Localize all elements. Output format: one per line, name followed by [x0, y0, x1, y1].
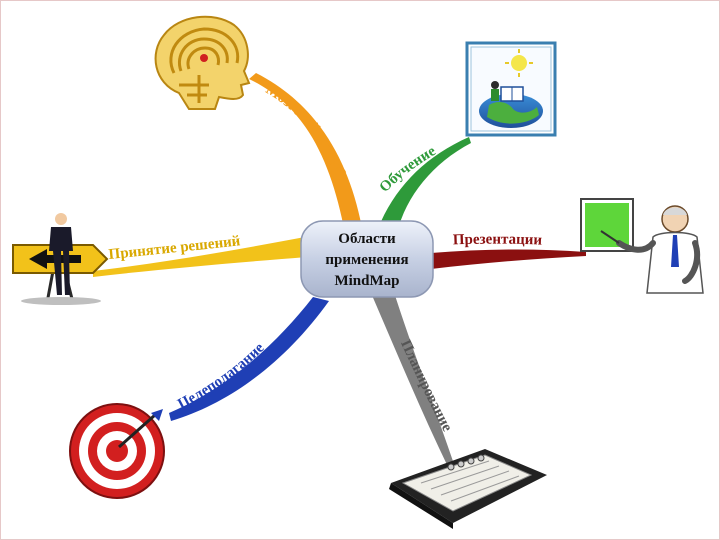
- label-brainstorm-text: Мозговой штурм: [263, 82, 351, 178]
- crossroad-sign-icon: [12, 213, 109, 305]
- labyrinth-head-icon: [154, 15, 251, 110]
- branch-learning: [379, 137, 471, 233]
- center-line-2: применения: [325, 252, 408, 268]
- target-icon: [69, 403, 165, 499]
- branch-planning: [371, 289, 455, 469]
- label-planning: Планирование: [397, 338, 455, 435]
- branch-presentations: [431, 249, 586, 269]
- lecturer-icon: [580, 198, 704, 294]
- label-presentations-text: Презентации: [453, 232, 543, 249]
- label-brainstorm: Мозговой штурм: [263, 82, 351, 178]
- center-line-3: MindMap: [334, 273, 399, 289]
- label-presentations: Презентации: [453, 232, 543, 249]
- globe-book-icon: [465, 41, 557, 137]
- branch-goal-setting: [169, 297, 329, 421]
- center-node: Области применения MindMap: [300, 220, 434, 298]
- branch-brainstorm: [249, 73, 363, 233]
- label-planning-text: Планирование: [397, 338, 455, 435]
- organizer-icon: [389, 449, 547, 529]
- center-line-1: Области: [338, 231, 396, 247]
- branch-decision-making: [93, 237, 307, 277]
